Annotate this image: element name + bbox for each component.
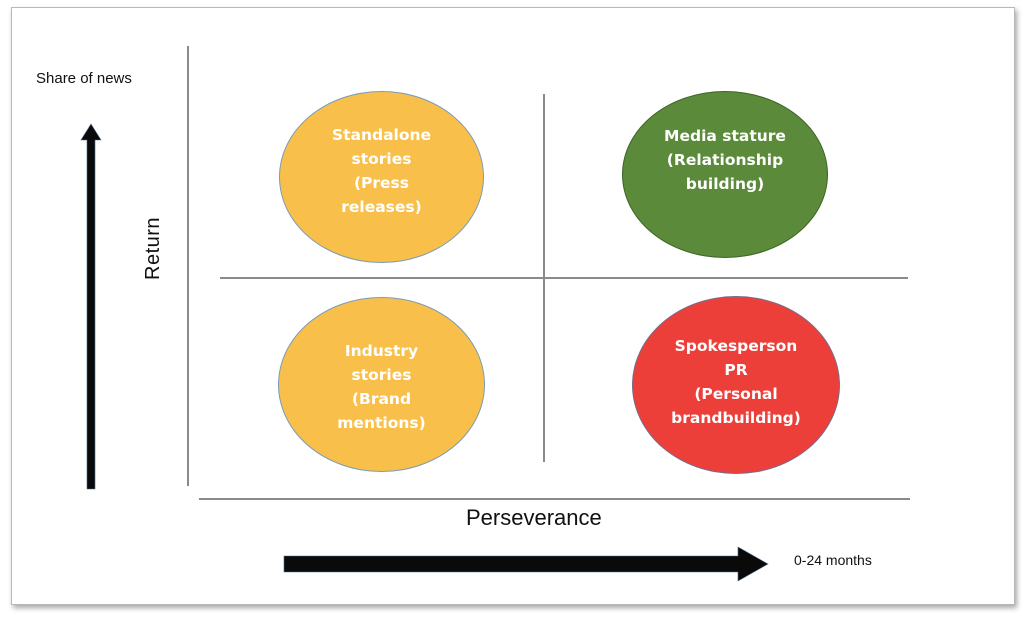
quadrant-bottom-right-label: Spokesperson PR (Personal brandbuilding) [671,337,801,427]
y-arrow-label: Share of news [36,70,132,87]
quadrant-bottom-left-label: Industry stories (Brand mentions) [337,341,426,432]
horizontal-divider [220,277,908,279]
up-arrow-icon [80,123,102,490]
quadrant-top-left: Standalone stories (Press releases) [279,91,484,263]
quadrant-bottom-right: Spokesperson PR (Personal brandbuilding) [632,296,840,474]
quadrant-top-right: Media stature (Relationship building) [622,91,828,258]
x-axis-title: Perseverance [466,505,602,530]
quadrant-bottom-left: Industry stories (Brand mentions) [278,297,485,472]
y-axis-title: Return [142,216,164,280]
quadrant-top-right-label: Media stature (Relationship building) [664,126,786,193]
x-arrow-label: 0-24 months [794,552,872,568]
diagram-slide [11,7,1015,605]
quadrant-top-left-label: Standalone stories (Press releases) [331,126,432,216]
right-arrow-icon [283,546,769,582]
y-axis-line [187,46,189,486]
x-axis-line [199,498,910,500]
